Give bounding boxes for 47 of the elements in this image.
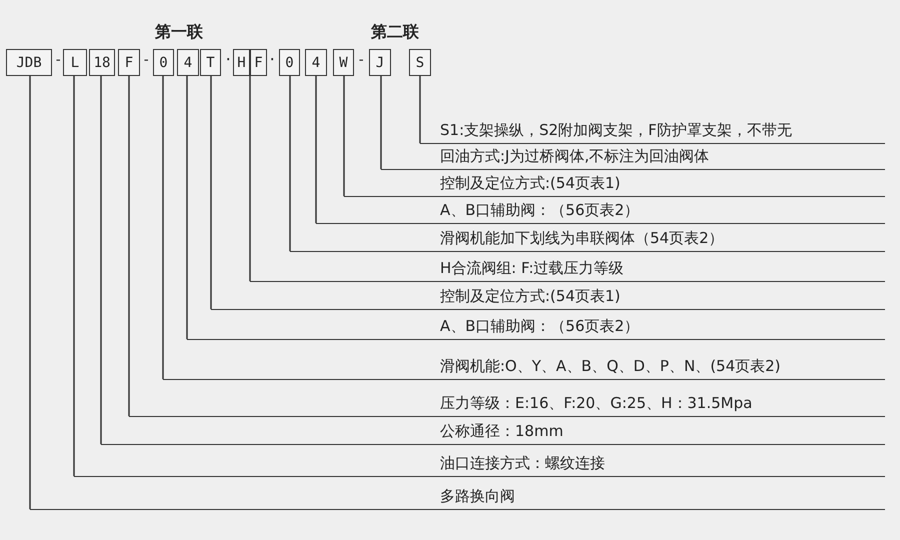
leader-line xyxy=(162,76,164,380)
leader-line xyxy=(186,76,188,340)
leader-line xyxy=(419,76,421,144)
code-box: L xyxy=(63,49,87,76)
leader-line xyxy=(100,76,102,444)
code-box: T xyxy=(200,49,221,76)
description-line: A、B口辅助阀：（56页表2） xyxy=(187,314,885,340)
code-box: F xyxy=(250,49,267,76)
separator: - xyxy=(357,52,366,68)
code-box: 0 xyxy=(153,49,174,76)
description-line: 油口连接方式：螺纹连接 xyxy=(74,451,885,477)
leader-line xyxy=(315,76,317,224)
group-label: 第一联 xyxy=(155,22,203,43)
description-line: 控制及定位方式:(54页表1) xyxy=(211,284,885,310)
separator: · xyxy=(224,52,232,68)
leader-line xyxy=(343,76,345,196)
group-label: 第二联 xyxy=(371,22,419,43)
description-line: 滑阀机能:O、Y、A、B、Q、D、P、N、(54页表2) xyxy=(163,354,885,380)
code-box: F xyxy=(118,49,140,76)
description-line: 控制及定位方式:(54页表1) xyxy=(344,171,885,197)
description-line: 回油方式:J为过桥阀体,不标注为回油阀体 xyxy=(381,144,885,170)
description-line: S1:支架操纵，S2附加阀支架，F防护罩支架，不带无 xyxy=(420,118,885,144)
separator: - xyxy=(142,52,150,68)
description-line: 多路换向阀 xyxy=(30,484,885,510)
description-line: H合流阀组: F:过载压力等级 xyxy=(250,256,885,282)
code-box: J xyxy=(369,49,391,76)
description-line: A、B口辅助阀：（56页表2） xyxy=(316,198,885,224)
code-box: 18 xyxy=(89,49,115,76)
separator: · xyxy=(268,52,276,68)
leader-line xyxy=(29,76,31,510)
separator: - xyxy=(54,52,62,68)
code-box: 4 xyxy=(305,49,327,76)
code-box: 4 xyxy=(177,49,199,76)
leader-line xyxy=(128,76,130,416)
leader-line xyxy=(73,76,75,476)
leader-line xyxy=(210,76,212,310)
code-box: S xyxy=(409,49,431,76)
code-box: W xyxy=(333,49,354,76)
code-box: 0 xyxy=(279,49,300,76)
code-box: H xyxy=(233,49,250,76)
leader-line xyxy=(289,76,291,252)
description-line: 压力等级：E:16、F:20、G:25、H：31.5Mpa xyxy=(129,391,885,417)
leader-line xyxy=(380,76,382,170)
leader-line xyxy=(249,76,251,282)
description-line: 公称通径：18mm xyxy=(101,419,885,445)
code-box: JDB xyxy=(6,49,52,76)
description-line: 滑阀机能加下划线为串联阀体（54页表2） xyxy=(290,226,885,252)
